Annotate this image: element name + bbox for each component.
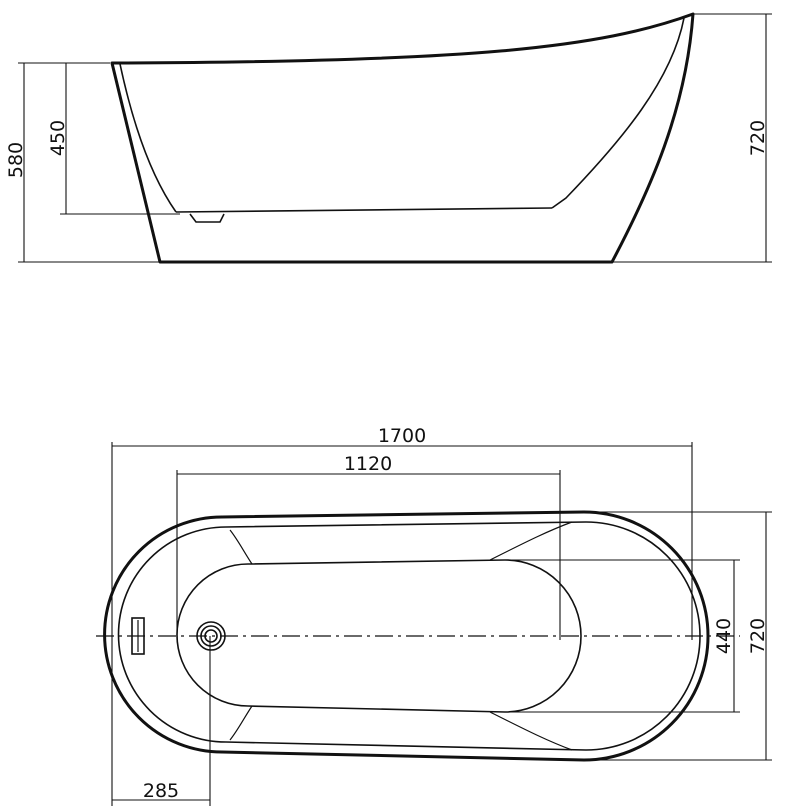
side-view: 580 450 720 — [5, 12, 772, 264]
top-view-slope-foot-upper — [229, 529, 253, 565]
dim-label-450: 450 — [47, 120, 69, 156]
dim-label-580: 580 — [5, 142, 27, 178]
dim-label-1700: 1700 — [378, 425, 426, 447]
top-view-slope-back-upper — [489, 521, 573, 561]
dim-interior-width: 440 — [505, 559, 740, 713]
side-view-drain-fitting — [189, 213, 225, 223]
top-view-slope-foot-lower — [229, 705, 253, 741]
top-view-slope-back-lower — [489, 711, 573, 751]
dim-overall-length: 1700 — [111, 425, 693, 640]
dim-overall-height: 580 — [5, 62, 160, 263]
dim-label-285: 285 — [143, 780, 179, 802]
dim-drain-offset: 285 — [111, 636, 211, 806]
dim-label-720-top: 720 — [747, 618, 769, 654]
top-view-inner-rim — [117, 521, 701, 751]
dim-label-1120: 1120 — [344, 453, 392, 475]
dim-label-440: 440 — [713, 618, 735, 654]
dim-interior-depth: 450 — [47, 63, 180, 215]
dim-label-720-side: 720 — [747, 120, 769, 156]
drain-icon — [196, 621, 226, 651]
dim-overall-width: 720 — [584, 511, 772, 761]
dim-interior-length: 1120 — [176, 453, 561, 640]
side-view-inner-floor — [175, 207, 553, 213]
side-view-inner-backrest — [551, 17, 685, 209]
dim-backrest-height: 720 — [612, 13, 772, 263]
side-view-tub-outline — [110, 12, 695, 264]
overflow-fitting — [131, 617, 145, 655]
side-view-inner-foot-wall — [119, 63, 177, 213]
top-view: 1700 1120 440 720 285 — [96, 425, 772, 806]
